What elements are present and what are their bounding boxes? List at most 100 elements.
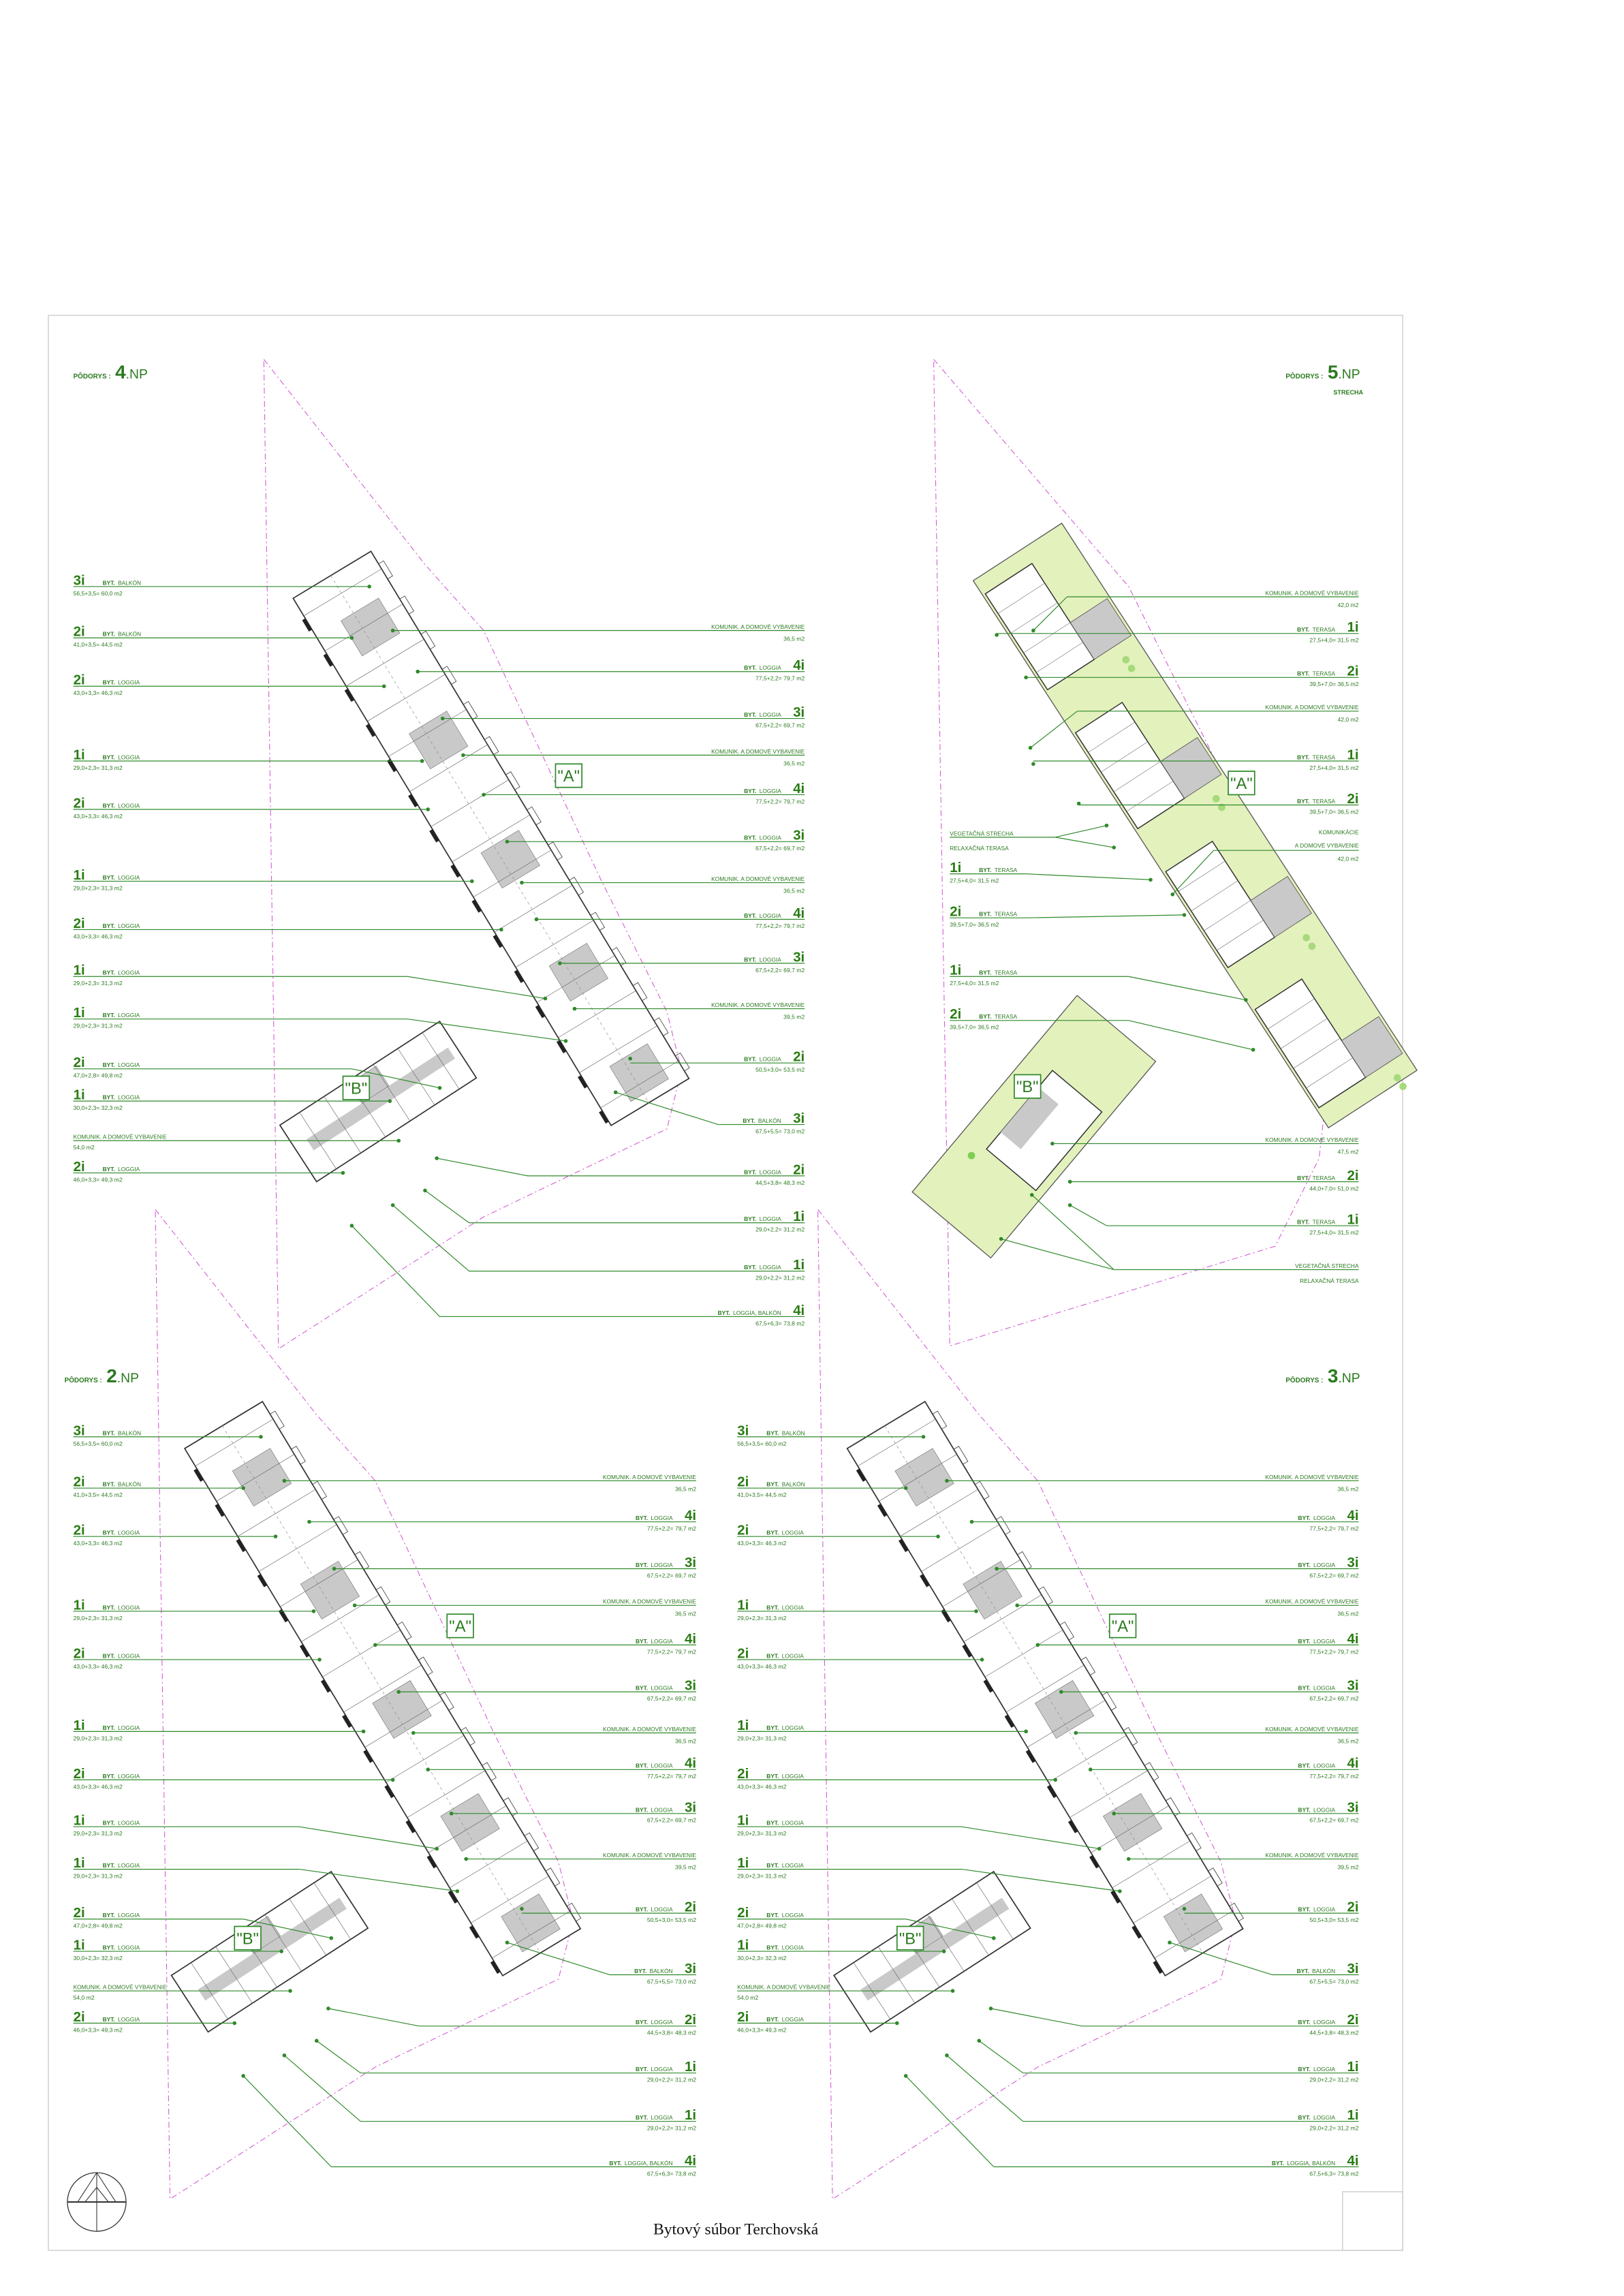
unit-area: 27,5+4,0= 31,5 m2 (1309, 1229, 1358, 1236)
area-size: 42,0 m2 (1337, 602, 1358, 608)
leader-dot (1067, 1179, 1072, 1184)
leader-line (1026, 914, 1185, 918)
unit-outdoor-kind: LOGGIA (760, 1168, 782, 1175)
unit-outdoor-kind: LOGGIA (118, 2016, 140, 2023)
building-b-plan (832, 1870, 1031, 2033)
unit-prefix: BYT. (103, 1530, 115, 1536)
partition-wall (558, 990, 636, 1038)
stair-core (372, 1680, 432, 1739)
corridor (306, 1047, 456, 1151)
balcony (399, 595, 415, 615)
leader-dot (435, 1156, 439, 1160)
building-b-plan (279, 1020, 478, 1183)
sheet-title: Bytový súbor Terchovská (653, 2220, 819, 2238)
leader-line (243, 2075, 332, 2167)
unit-prefix: BYT. (636, 1806, 648, 1813)
leader-line (298, 1869, 458, 1892)
block-a-tag-text: "A" (1230, 775, 1253, 793)
balcony (974, 1480, 990, 1500)
stair-core (1163, 1893, 1223, 1953)
unit-prefix: BYT. (766, 1724, 779, 1731)
unit-room-count: 2i (793, 1049, 805, 1065)
partition-wall (1005, 1664, 1084, 1713)
partition-wall (216, 1454, 295, 1502)
unit-outdoor-kind: LOGGIA (118, 922, 140, 929)
unit-prefix: BYT. (103, 1429, 115, 1436)
floor-title-prefix: PÔDORYS : (74, 372, 111, 380)
area-size: 36,5 m2 (675, 1610, 696, 1617)
area-name: KOMUNIK. A DOMOVÉ VYBAVENIE (711, 1002, 805, 1008)
stair-core (1341, 1016, 1403, 1078)
unit-type: BYT.LOGGIA (103, 754, 140, 760)
leader-dot (332, 1566, 337, 1571)
leader-dot (1059, 1690, 1063, 1694)
unit-prefix: BYT. (744, 1215, 756, 1222)
unit-outdoor-kind: LOGGIA (760, 711, 782, 718)
leader-dot (455, 1889, 460, 1893)
unit-room-count: 1i (685, 2107, 696, 2123)
area-size: 54,0 m2 (74, 1994, 95, 2001)
unit-outdoor-kind: LOGGIA (760, 1264, 782, 1271)
unit-prefix: BYT. (103, 1820, 115, 1827)
unit-outdoor-kind: LOGGIA (1313, 1685, 1336, 1692)
unit-area: 29,0+2,3= 31,3 m2 (74, 1830, 123, 1837)
unit-outdoor-kind: LOGGIA (760, 912, 782, 919)
unit-room-count: 2i (74, 1159, 85, 1175)
unit-room-count: 1i (74, 1087, 85, 1103)
unit-prefix: BYT. (103, 2016, 115, 2023)
unit-outdoor-kind: LOGGIA (782, 1530, 805, 1536)
block-a-tag: "A" (446, 1613, 474, 1639)
area-name-line2: A DOMOVÉ VYBAVENIE (1295, 842, 1359, 849)
unit-room-count: 4i (793, 1303, 805, 1318)
block-b-tag: "B" (234, 1925, 262, 1951)
unit-type: BYT.BALKÓN (1297, 1968, 1335, 1974)
unit-type: BYT.BALKÓN (634, 1968, 672, 1974)
unit-room-count: 2i (793, 1162, 805, 1177)
block-b-tag: "B" (342, 1075, 371, 1100)
unit-outdoor-kind: LOGGIA (118, 1530, 140, 1536)
leader-line (407, 1019, 566, 1042)
unit-prefix: BYT. (103, 679, 115, 686)
loggia-wall (342, 1714, 352, 1728)
unit-outdoor-kind: LOGGIA (118, 874, 140, 881)
balcony (460, 1726, 475, 1746)
unit-type: BYT.LOGGIA (766, 1773, 804, 1780)
unit-outdoor-kind: LOGGIA (782, 2016, 805, 2023)
unit-type: BYT.LOGGIA (1298, 1685, 1336, 1692)
leader-line (961, 1869, 1120, 1892)
unit-room-count: 2i (74, 916, 85, 931)
unit-prefix: BYT. (634, 1968, 646, 1974)
unit-type: BYT.BALKÓN (103, 1481, 141, 1488)
unit-outdoor-kind: TERASA (995, 911, 1018, 918)
corridor (860, 1897, 1010, 2001)
balcony (439, 1692, 454, 1711)
unit-area: 67,5+6,3= 73,8 m2 (1309, 2170, 1358, 2177)
unit-area: 67,5+2,2= 69,7 m2 (755, 722, 805, 728)
unit-room-count: 2i (74, 1523, 85, 1538)
site-boundary-line (817, 1209, 1236, 2200)
unit-area: 47,0+2,8= 49,8 m2 (74, 1072, 123, 1079)
partition-wall (1112, 1840, 1191, 1889)
unit-area: 50,5+3,0= 53,5 m2 (1309, 1917, 1358, 1923)
partition-wall (492, 1910, 570, 1959)
unit-prefix: BYT. (103, 1773, 115, 1780)
unit-area: 43,0+3,3= 46,3 m2 (74, 1783, 123, 1790)
unit-prefix: BYT. (1298, 1515, 1311, 1521)
unit-outdoor-kind: LOGGIA (782, 1912, 805, 1919)
unit-type: BYT.BALKÓN (766, 1481, 805, 1488)
